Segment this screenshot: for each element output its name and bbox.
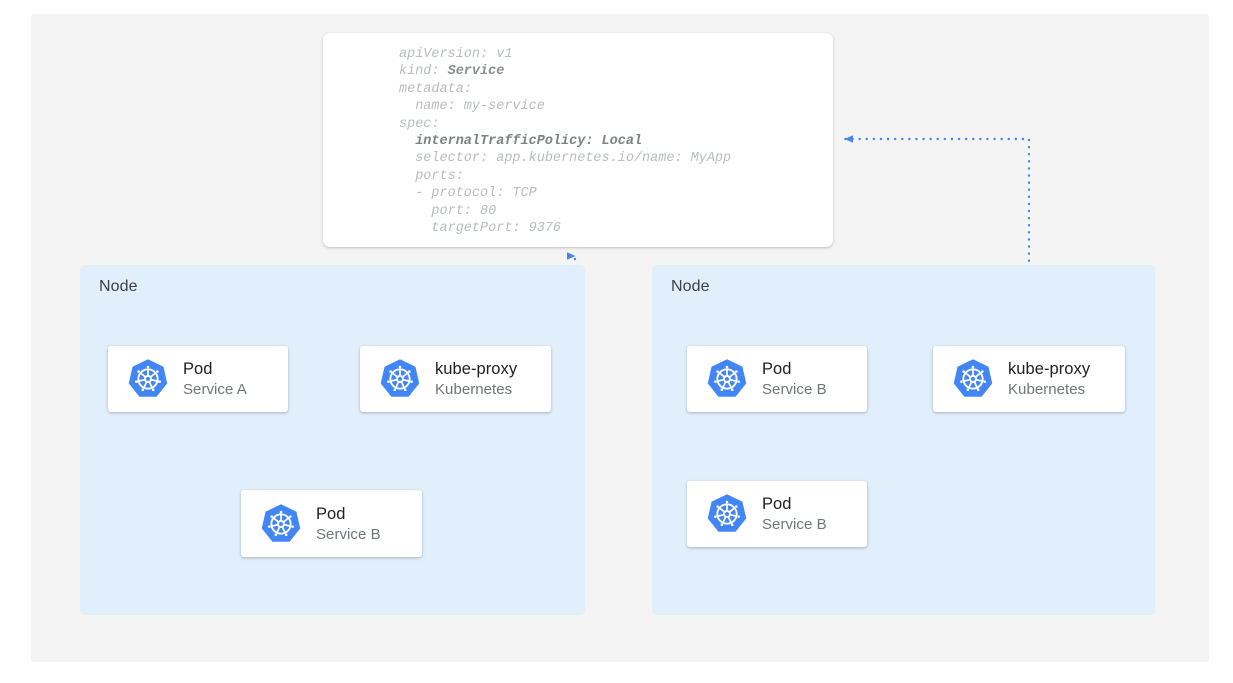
kubernetes-icon <box>260 503 302 545</box>
card-text: Pod Service B <box>316 503 381 543</box>
card-subtitle: Service B <box>762 515 827 533</box>
card-subtitle: Kubernetes <box>435 380 513 398</box>
kubernetes-icon <box>379 358 421 400</box>
card-title: Pod <box>183 359 213 378</box>
node-label: Node <box>99 278 138 295</box>
card-text: Pod Service A <box>183 359 247 399</box>
card-subtitle: Service B <box>316 525 381 543</box>
node-panel-right: Node <box>652 265 1155 615</box>
card-title: Pod <box>316 504 346 523</box>
node-panel-left: Node <box>80 265 585 615</box>
card-subtitle: Service B <box>762 380 827 398</box>
service-spec-yaml: apiVersion: v1 kind: Service metadata: n… <box>399 47 732 237</box>
card-kube-proxy-left[interactable]: kube-proxy Kubernetes <box>360 346 551 412</box>
card-title: kube-proxy <box>435 359 518 378</box>
kubernetes-icon <box>952 358 994 400</box>
card-pod-service-a[interactable]: Pod Service A <box>108 346 288 412</box>
card-pod-service-b-right-bottom[interactable]: Pod Service B <box>687 481 867 547</box>
card-title: kube-proxy <box>1008 359 1091 378</box>
kubernetes-icon <box>127 358 169 400</box>
card-text: Pod Service B <box>762 359 827 399</box>
card-pod-service-b-left[interactable]: Pod Service B <box>241 490 422 557</box>
card-title: Pod <box>762 494 792 513</box>
card-subtitle: Service A <box>183 380 247 398</box>
card-pod-service-b-right-top[interactable]: Pod Service B <box>687 346 867 412</box>
card-kube-proxy-right[interactable]: kube-proxy Kubernetes <box>933 346 1125 412</box>
card-text: kube-proxy Kubernetes <box>1008 359 1090 399</box>
card-subtitle: Kubernetes <box>1008 380 1086 398</box>
card-text: kube-proxy Kubernetes <box>435 359 517 399</box>
kubernetes-icon <box>706 358 748 400</box>
card-text: Pod Service B <box>762 494 827 534</box>
service-spec-card: apiVersion: v1 kind: Service metadata: n… <box>323 33 833 247</box>
node-label: Node <box>671 278 710 295</box>
card-title: Pod <box>762 359 792 378</box>
kubernetes-icon <box>706 493 748 535</box>
